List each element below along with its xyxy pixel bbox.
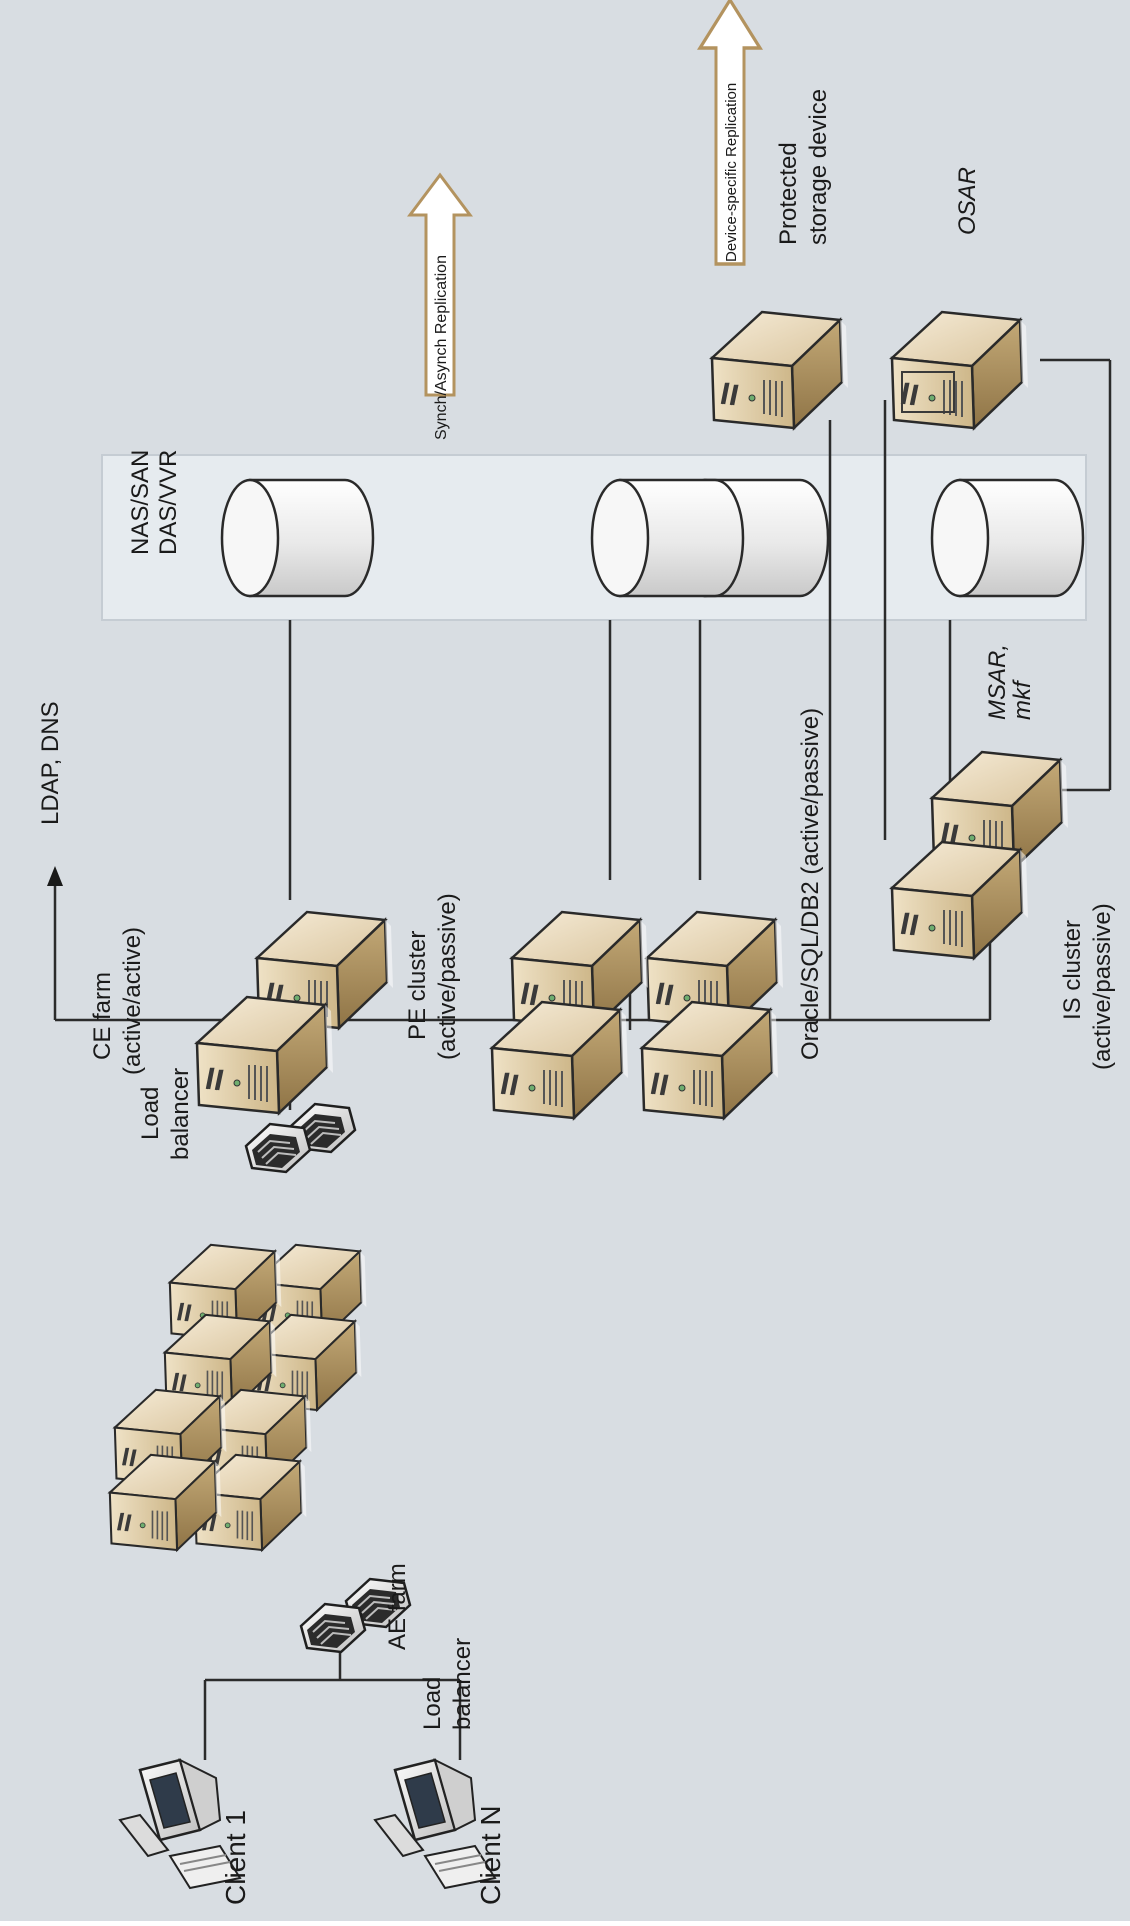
pe-cluster-label: PE cluster [404, 931, 431, 1040]
nas-san-disk [222, 480, 373, 596]
msar-disk [932, 480, 1083, 596]
ce-farm-label: CE farm [89, 972, 116, 1060]
ae-farm-label: AE farm [384, 1563, 411, 1650]
is-cluster-mode-label: (active/passive) [1089, 903, 1116, 1070]
client-1-label: Client 1 [220, 1810, 251, 1905]
ae-load-balancer-label-2: balancer [449, 1638, 476, 1730]
ae-load-balancer-label: Load [419, 1677, 446, 1730]
nas-san-label: NAS/SAN [127, 450, 154, 555]
pe-cluster-mode-label: (active/passive) [434, 893, 461, 1060]
synch-replication-label: Synch/Asynch Replication [433, 255, 450, 440]
storage-device-label: storage device [805, 89, 832, 245]
pe-disk-front [592, 480, 743, 596]
oracle-db-label: Oracle/SQL/DB2 (active/passive) [797, 708, 824, 1060]
is-cluster-label: IS cluster [1059, 920, 1086, 1020]
osar-label: OSAR [954, 167, 981, 235]
ce-load-balancer-label-2: balancer [167, 1068, 194, 1160]
msar-label: MSAR, [984, 644, 1011, 720]
ce-load-balancer-label: Load [137, 1087, 164, 1140]
client-n-label: Client N [475, 1805, 506, 1905]
ldap-dns-label: LDAP, DNS [37, 701, 64, 825]
mkf-label: mkf [1009, 679, 1036, 720]
protected-storage-label: Protected [775, 142, 802, 245]
das-vvr-label: DAS/VVR [155, 450, 182, 555]
device-replication-label: Device-specific Replication [723, 83, 740, 262]
ce-farm-mode-label: (active/active) [119, 927, 146, 1075]
